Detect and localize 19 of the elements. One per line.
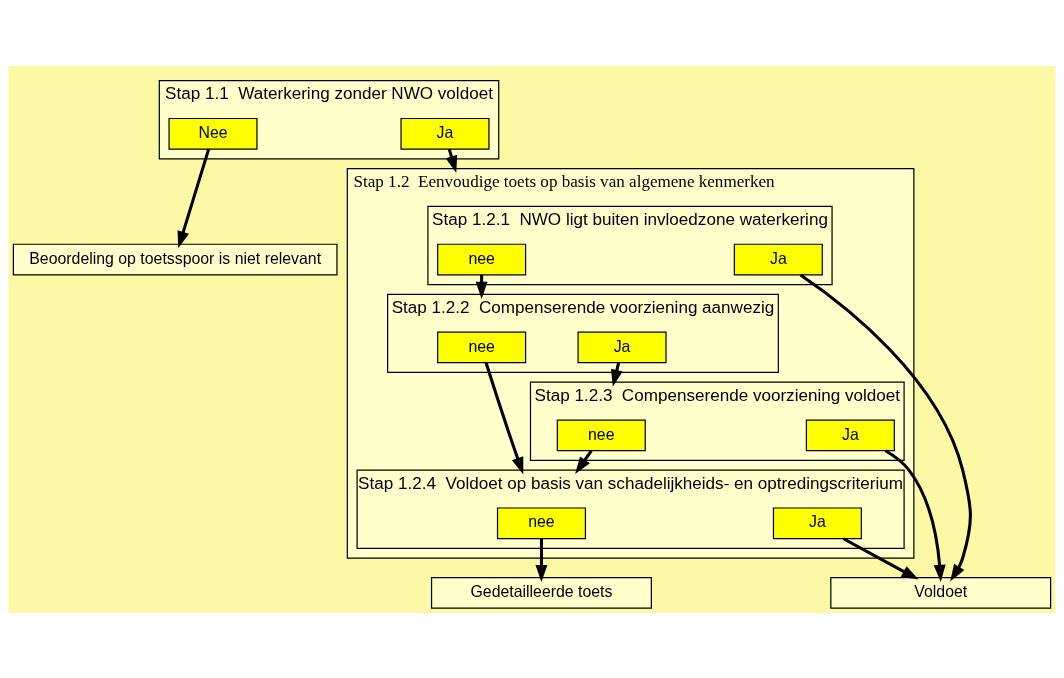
- node-box: Ja: [577, 331, 667, 363]
- node-box: Voldoet: [830, 576, 1052, 609]
- node-box: Ja: [400, 117, 490, 150]
- node-box: Ja: [805, 418, 895, 451]
- node-box: nee: [556, 418, 646, 451]
- arrow: [799, 273, 972, 581]
- arrow: [842, 536, 919, 580]
- arrow: [177, 148, 211, 248]
- node-box: nee: [437, 331, 527, 363]
- node-box: nee: [437, 243, 527, 275]
- node-box: Nee: [168, 117, 258, 150]
- node-box: Gedetailleerde toets: [430, 576, 652, 609]
- node-box: Ja: [733, 243, 823, 275]
- arrow: [535, 538, 548, 582]
- node-box: Beoordeling op toetsspoor is niet relevant: [12, 243, 338, 275]
- node-box: Ja: [772, 506, 862, 539]
- arrow: [884, 448, 946, 582]
- node-box: nee: [496, 506, 587, 539]
- arrow: [484, 361, 524, 474]
